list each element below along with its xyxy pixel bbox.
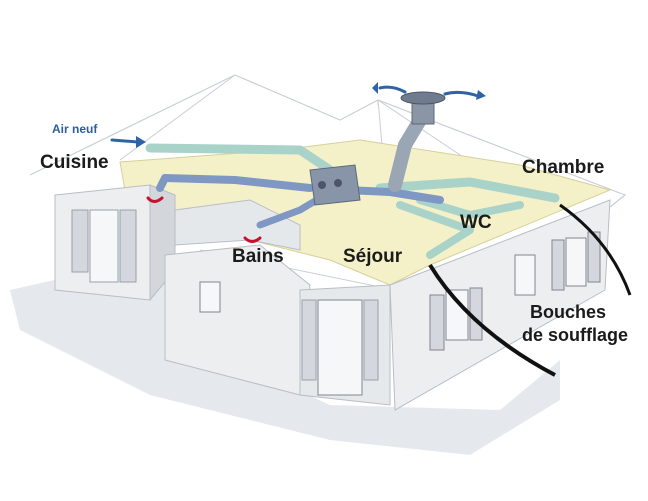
airflow-arrows [110,85,480,144]
roof-duct [388,113,427,192]
right-window-2 [514,254,536,296]
label-chambre: Chambre [522,157,605,178]
right-shutter-4 [587,231,601,283]
supply-duct-chambre [375,177,560,203]
airflow-arrowheads [136,82,486,148]
label-wc: WC [460,212,492,233]
center-door [317,299,363,396]
extract-outlets [146,196,262,243]
roof-outlet-cap [400,91,446,105]
label-bains: Bains [232,246,284,267]
left-shutter-2 [119,209,137,283]
left-shutter-1 [71,209,89,273]
supply-duct-cuisine [145,143,335,175]
center-window [199,281,221,313]
left-door [89,209,119,283]
roof-outline [29,74,627,208]
right-shutter-3 [551,239,565,291]
right-window-3 [565,237,587,287]
right-window-1 [445,289,469,341]
extract-duct-cuisine [156,174,314,192]
label-cuisine: Cuisine [40,152,109,173]
unit-port-1 [318,181,326,189]
label-bouches: Bouches [530,302,607,322]
pointer-arrow-1 [559,203,632,296]
label-de-soufflage: de soufflage [522,325,629,345]
right-shutter-1 [429,294,445,351]
supply-duct-wc [416,196,524,219]
ground-shadow [10,255,560,455]
center-shutter-left [301,299,317,381]
label-air-neuf: Air neuf [52,122,98,136]
unit-port-2 [334,179,342,187]
label-sejour: Séjour [343,246,403,267]
pointer-arrow-2 [428,263,556,377]
center-shutter-right [363,299,379,381]
supply-duct-sejour [396,201,474,259]
partition-walls [174,199,301,251]
extract-duct-main [341,186,444,204]
